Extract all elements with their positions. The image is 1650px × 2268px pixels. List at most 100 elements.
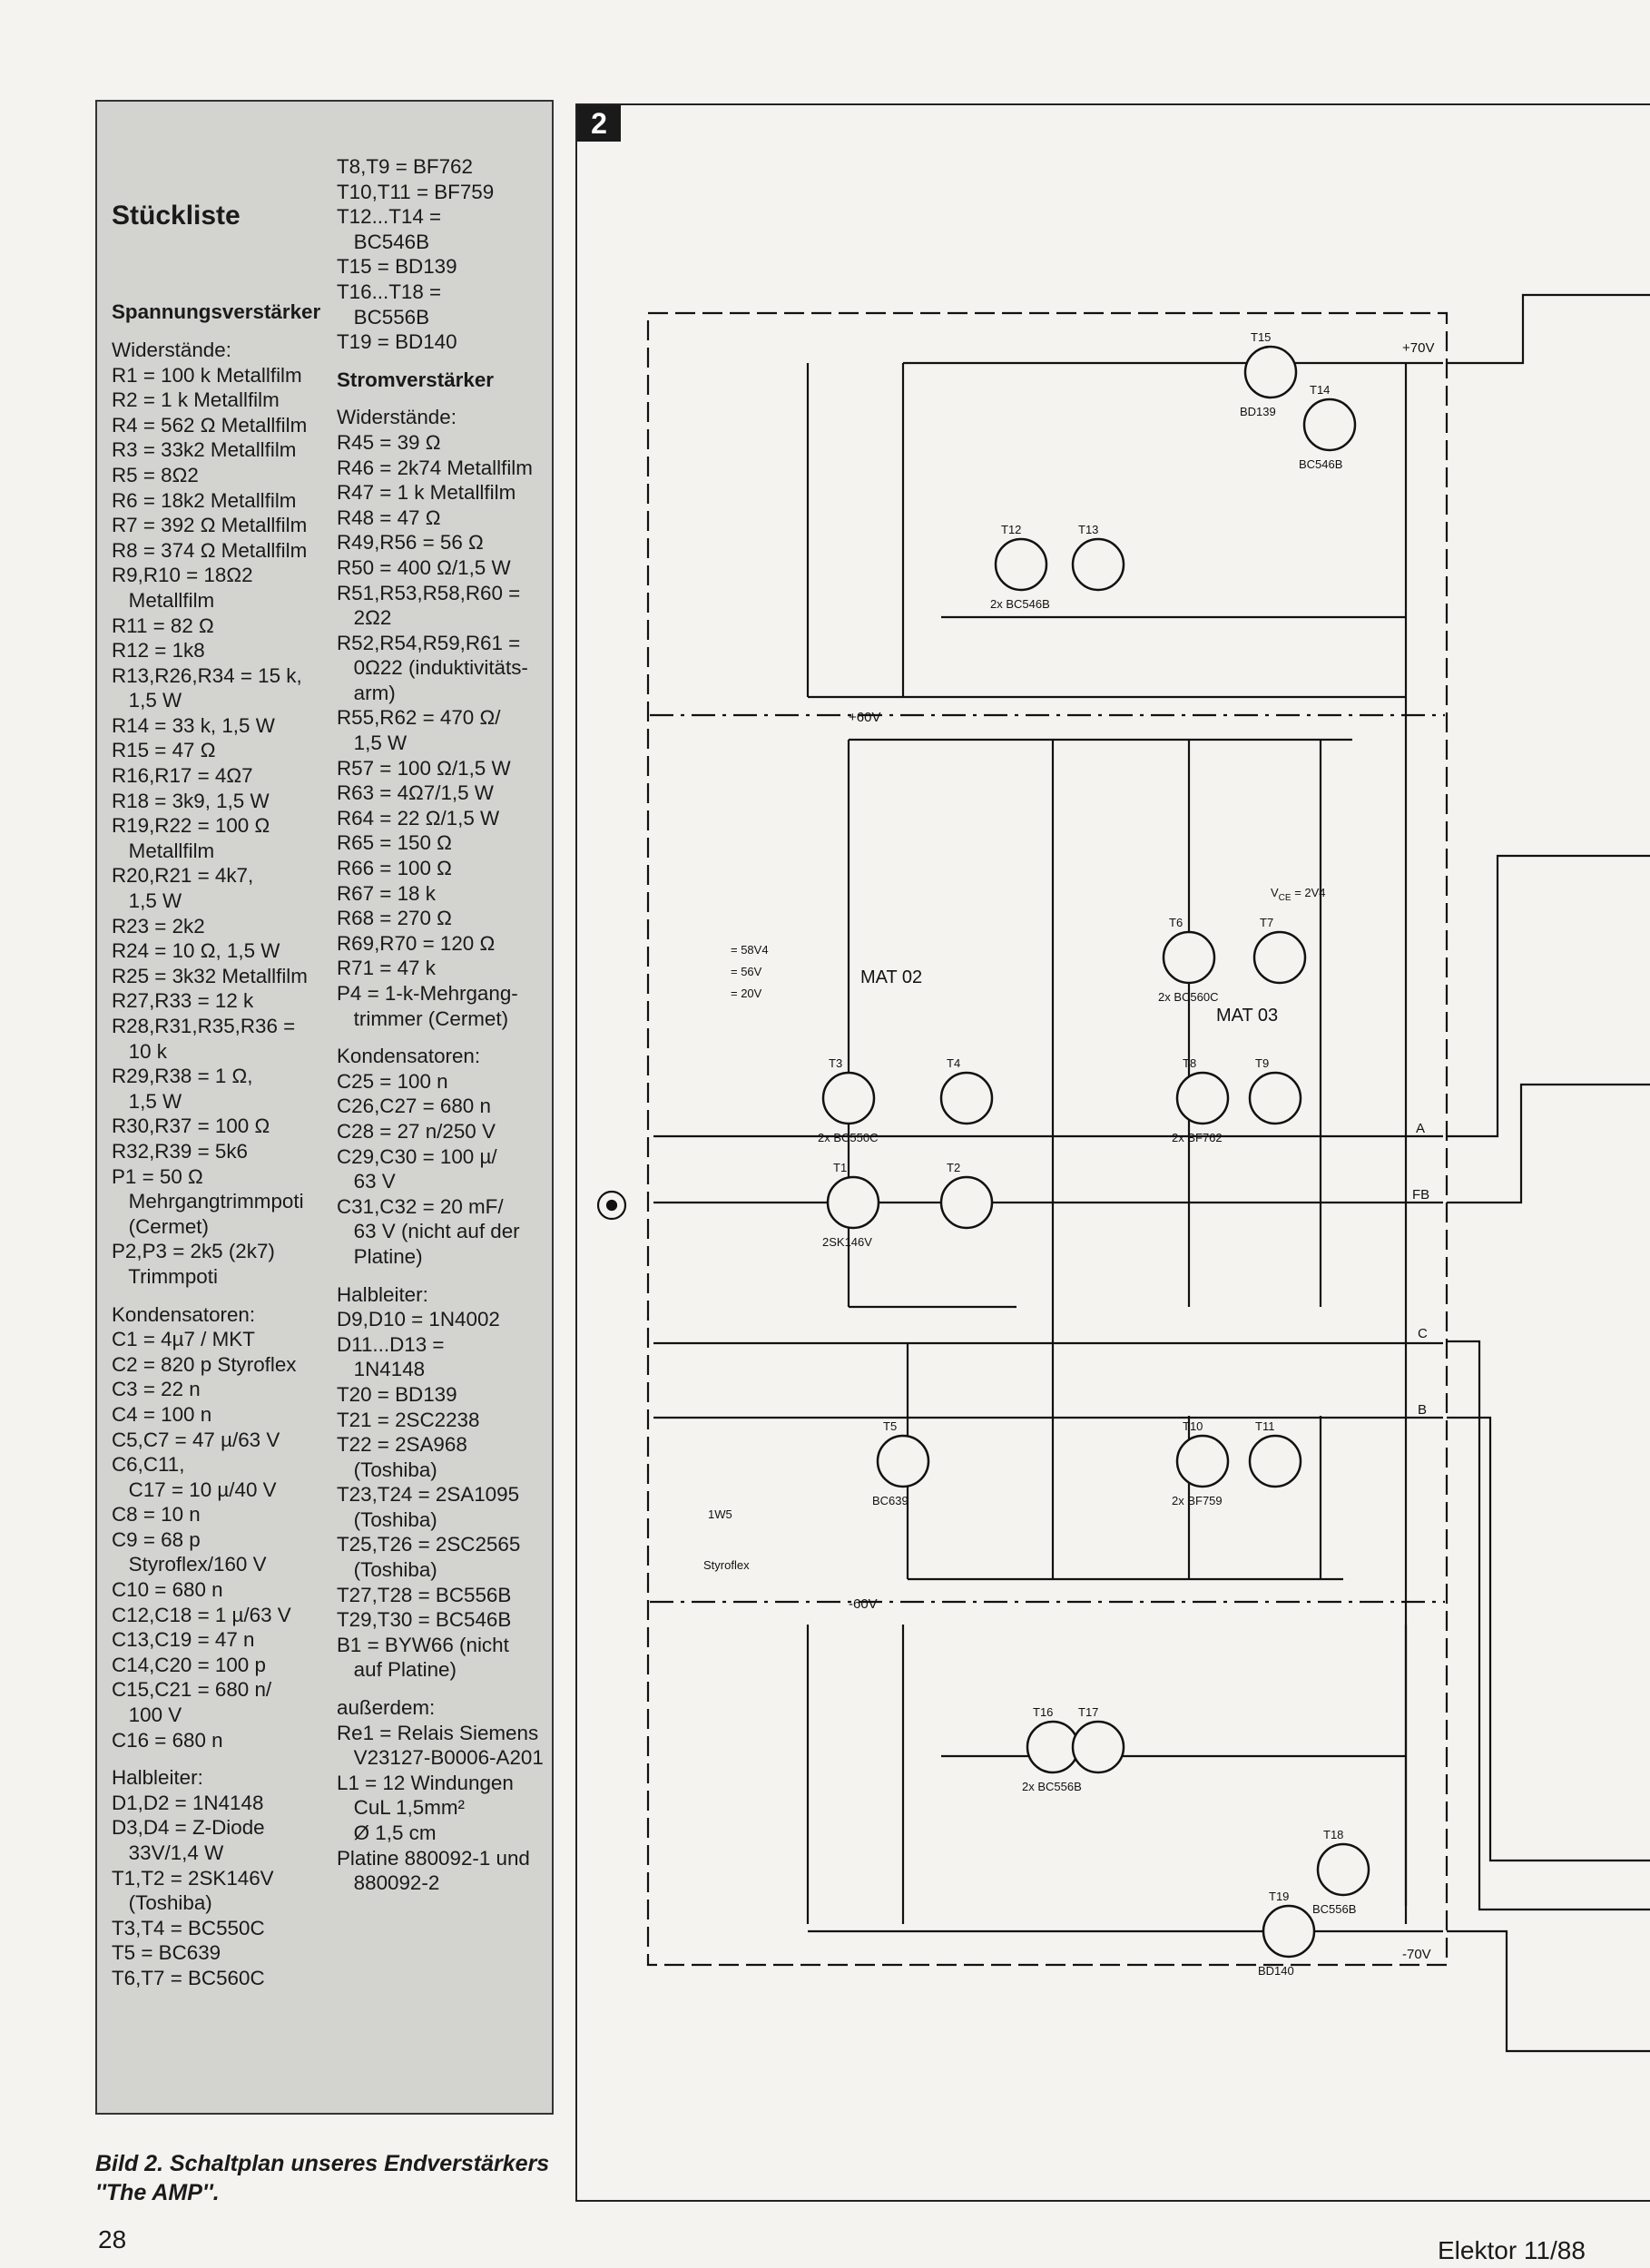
parts-list-line: 1,5 W [112, 689, 182, 712]
parts-list-line: R29,R38 = 1 Ω, [112, 1065, 253, 1088]
parts-list-line: C6,C11, [112, 1453, 185, 1477]
parts-list-line: T25,T26 = 2SC2565 [337, 1533, 521, 1556]
parts-list-line: R47 = 1 k Metallfilm [337, 481, 516, 505]
parts-list-line: Platine) [337, 1244, 423, 1268]
parts-list-line: 10 k [112, 1039, 167, 1063]
parts-list-line: T23,T24 = 2SA1095 [337, 1483, 520, 1507]
parts-list-line: R71 = 47 k [337, 957, 436, 980]
parts-list-line: R30,R37 = 100 Ω [112, 1114, 270, 1138]
parts-list-line: 100 V [112, 1703, 182, 1727]
parts-list-line: Widerstände: [337, 406, 457, 429]
parts-list-line: R51,R53,R58,R60 = [337, 581, 521, 604]
transistor-symbol-t7 [1252, 930, 1307, 985]
parts-list-line: (Cermet) [112, 1214, 209, 1238]
parts-list-line: R16,R17 = 4Ω7 [112, 764, 253, 788]
parts-list-line: R64 = 22 Ω/1,5 W [337, 806, 500, 830]
vce-label-part: = 2V4 [1292, 886, 1326, 899]
parts-list-line: R55,R62 = 470 Ω/ [337, 706, 501, 730]
legend-styroflex: Styroflex [703, 1558, 750, 1572]
parts-list-line: R67 = 18 k [337, 881, 436, 905]
parts-list-line: R6 = 18k2 Metallfilm [112, 488, 297, 512]
parts-list-line: T6,T7 = BC560C [112, 1966, 265, 1989]
parts-list-line: R18 = 3k9, 1,5 W [112, 789, 270, 812]
parts-list-line: R49,R56 = 56 Ω [337, 531, 484, 555]
parts-list-line: R63 = 4Ω7/1,5 W [337, 781, 494, 805]
transistor-id: T17 [1078, 1705, 1098, 1719]
parts-list-line: arm) [337, 681, 396, 704]
parts-list-line: L1 = 12 Windungen [337, 1771, 514, 1794]
transistor-symbol-t12 [994, 537, 1048, 592]
output-b-label: B [1418, 1402, 1427, 1418]
parts-list-line: R69,R70 = 120 Ω [337, 931, 496, 955]
parts-list-line: R45 = 39 Ω [337, 430, 441, 454]
parts-list-line: R52,R54,R59,R61 = [337, 631, 521, 654]
parts-list-line: C29,C30 = 100 µ/ [337, 1144, 497, 1168]
vce-label: VCE = 2V4 [1271, 886, 1326, 903]
parts-list-line: außerdem: [337, 1696, 436, 1720]
parts-list-line: Platine 880092-1 und [337, 1846, 530, 1870]
parts-list-line: C26,C27 = 680 n [337, 1095, 491, 1118]
transistor-symbol-t14 [1302, 398, 1357, 452]
lower-supply-wiring [806, 1625, 1443, 1933]
parts-list-line: R19,R22 = 100 Ω [112, 814, 270, 838]
parts-list-line: T12...T14 = [337, 205, 442, 229]
parts-list-line: 63 V (nicht auf der [337, 1220, 520, 1243]
parts-list-line: Metallfilm [112, 588, 215, 612]
parts-list-line: R11 = 82 Ω [112, 614, 214, 637]
transistor-id: T15 [1251, 330, 1271, 344]
transistor-id: T13 [1078, 523, 1098, 536]
transistor-id: T1 [833, 1161, 847, 1174]
parts-list-line: P1 = 50 Ω [112, 1164, 203, 1188]
parts-list-line: R50 = 400 Ω/1,5 W [337, 555, 511, 579]
parts-list-line: R5 = 8Ω2 [112, 463, 199, 486]
rail-plus70-label: +70V [1402, 340, 1434, 356]
parts-list-line: Ø 1,5 cm [337, 1821, 437, 1844]
parts-section-heading: Spannungsverstärker [112, 300, 321, 324]
transistor-type: 2SK146V [822, 1235, 872, 1249]
parts-list-line: Metallfilm [112, 839, 215, 862]
parts-list-line: 2Ω2 [337, 606, 392, 630]
rail-minus70-label: -70V [1402, 1947, 1431, 1962]
parts-list-line: R25 = 3k32 Metallfilm [112, 964, 308, 987]
parts-list-line: 1N4148 [337, 1358, 426, 1381]
output-fb-label: FB [1412, 1187, 1429, 1203]
parts-list-line: C10 = 680 n [112, 1578, 223, 1602]
parts-list-line: R48 = 47 Ω [337, 506, 441, 529]
input-connector-pin [605, 1199, 618, 1212]
transistor-symbol-t6 [1162, 930, 1216, 985]
parts-list-line: 1,5 W [112, 1089, 182, 1113]
parts-list-line: T5 = BC639 [112, 1941, 221, 1965]
transistor-id: T11 [1255, 1419, 1274, 1433]
parts-list-line: D1,D2 = 1N4148 [112, 1791, 264, 1814]
transistor-type: BC546B [1299, 457, 1342, 471]
parts-list-line: R32,R39 = 5k6 [112, 1139, 248, 1163]
parts-list-line: R4 = 562 Ω Metallfilm [112, 413, 308, 437]
parts-list-line: P4 = 1-k-Mehrgang- [337, 982, 518, 1005]
legend-c: = 20V [731, 987, 762, 1000]
parts-list-line: BC556B [337, 305, 430, 329]
transistor-id: T19 [1269, 1890, 1289, 1903]
rail-plus60-label: +60V [849, 710, 880, 725]
parts-list-line: R27,R33 = 12 k [112, 989, 254, 1013]
parts-list-line: Halbleiter: [337, 1282, 428, 1306]
parts-list-line: T22 = 2SA968 [337, 1433, 467, 1457]
transistor-type: 2x BF759 [1172, 1494, 1223, 1507]
transistor-id: T10 [1183, 1419, 1203, 1433]
legend-1w5: 1W5 [708, 1507, 732, 1521]
parts-list-title: Stückliste [112, 201, 241, 231]
legend-b: = 56V [731, 965, 762, 978]
parts-list-line: C2 = 820 p Styroflex [112, 1352, 297, 1376]
parts-list-line: R8 = 374 Ω Metallfilm [112, 538, 308, 562]
transistor-symbol-t4 [939, 1071, 994, 1125]
parts-list-line: T1,T2 = 2SK146V [112, 1866, 274, 1890]
parts-list-line: Mehrgangtrimmpoti [112, 1190, 304, 1213]
parts-list-line: R1 = 100 k Metallfilm [112, 363, 302, 387]
pcb-outline [646, 311, 1449, 1967]
parts-list-line: R28,R31,R35,R36 = [112, 1015, 296, 1037]
parts-list-line: D11...D13 = [337, 1332, 445, 1356]
rail-plus70-lead [1447, 293, 1650, 365]
